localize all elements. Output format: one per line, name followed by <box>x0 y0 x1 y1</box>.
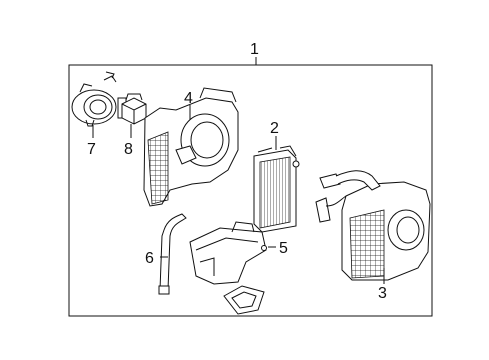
callout-6-label: 6 <box>145 250 154 267</box>
diagram-frame <box>68 64 433 317</box>
callout-4-label: 4 <box>184 90 193 107</box>
callout-7-label: 7 <box>87 141 96 158</box>
blower-motor <box>71 71 127 127</box>
callout-5-label: 5 <box>279 240 288 257</box>
callout-8-label: 8 <box>124 141 133 158</box>
blower-case <box>143 87 239 207</box>
callout-2-label: 2 <box>270 120 279 137</box>
blower-resistor <box>121 93 147 125</box>
callout-3-label: 3 <box>378 285 387 302</box>
lower-case <box>189 221 267 285</box>
drain-hose <box>158 213 187 295</box>
heater-core <box>253 145 300 233</box>
seal-gasket <box>223 285 265 315</box>
heater-case <box>315 170 431 281</box>
callout-1-label: 1 <box>250 41 259 58</box>
